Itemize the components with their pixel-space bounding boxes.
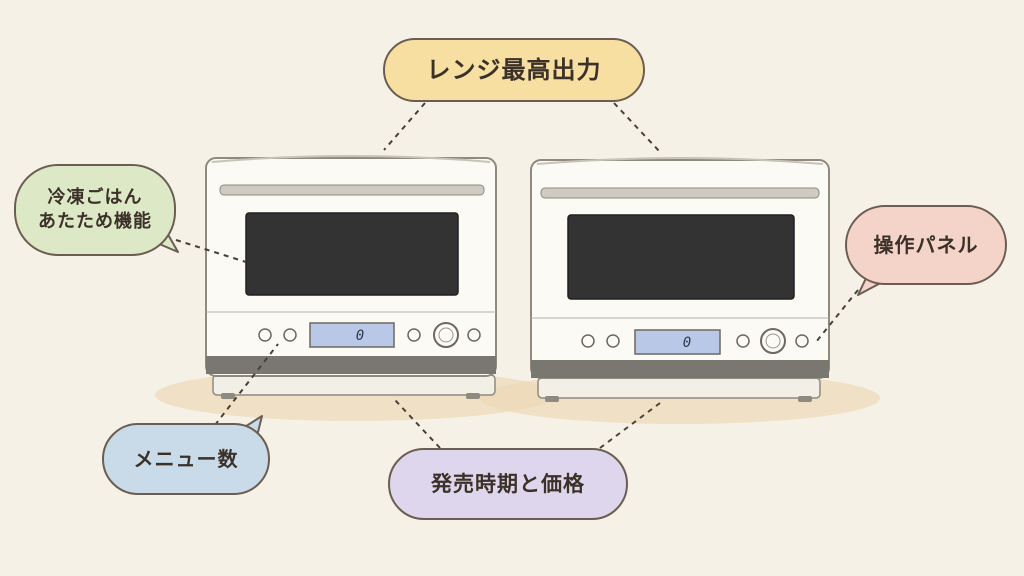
connector-panel	[815, 289, 859, 343]
operation-panel-left: 0	[258, 322, 481, 348]
label-text: レンジ最高出力	[426, 55, 602, 84]
panel-button[interactable]	[606, 334, 620, 348]
label-range-max-output: レンジ最高出力	[383, 38, 645, 102]
connector-frozen	[175, 239, 247, 263]
foot	[545, 396, 559, 402]
panel-button[interactable]	[258, 328, 272, 342]
connector-release-right	[599, 402, 661, 449]
foot	[798, 396, 812, 402]
control-dial[interactable]	[760, 328, 786, 354]
connector-range-right	[613, 102, 661, 153]
lcd-text-right: 0	[683, 335, 691, 351]
label-text: メニュー数	[133, 446, 239, 471]
label-text-line1: 冷凍ごはん	[47, 186, 143, 208]
connector-lines	[175, 102, 859, 449]
panel-button[interactable]	[581, 334, 595, 348]
lcd-display	[634, 329, 721, 355]
dial-inner	[438, 327, 454, 343]
oven-left: 0	[205, 155, 497, 399]
label-text-line2: あたため機能	[38, 211, 152, 232]
lcd-display	[309, 322, 395, 348]
foot	[221, 393, 235, 399]
connector-menu	[214, 343, 279, 426]
operation-panel-right: 0	[581, 328, 809, 355]
panel-button[interactable]	[467, 328, 481, 342]
control-dial[interactable]	[433, 322, 459, 348]
label-menu-count: メニュー数	[102, 423, 270, 495]
foot	[466, 393, 480, 399]
dial-inner	[765, 333, 781, 349]
label-release-and-price: 発売時期と価格	[388, 448, 628, 520]
label-operation-panel: 操作パネル	[845, 205, 1007, 285]
connector-release-left	[394, 399, 441, 449]
connector-range-left	[383, 102, 426, 151]
label-frozen-rice-reheat: 冷凍ごはん あたため機能	[14, 164, 176, 256]
panel-button[interactable]	[283, 328, 297, 342]
panel-button[interactable]	[736, 334, 750, 348]
lcd-text-left: 0	[356, 328, 364, 344]
panel-button[interactable]	[407, 328, 421, 342]
oven-right: 0	[530, 157, 830, 402]
label-text: 操作パネル	[873, 232, 979, 257]
label-text: 発売時期と価格	[431, 471, 585, 496]
panel-button[interactable]	[795, 334, 809, 348]
